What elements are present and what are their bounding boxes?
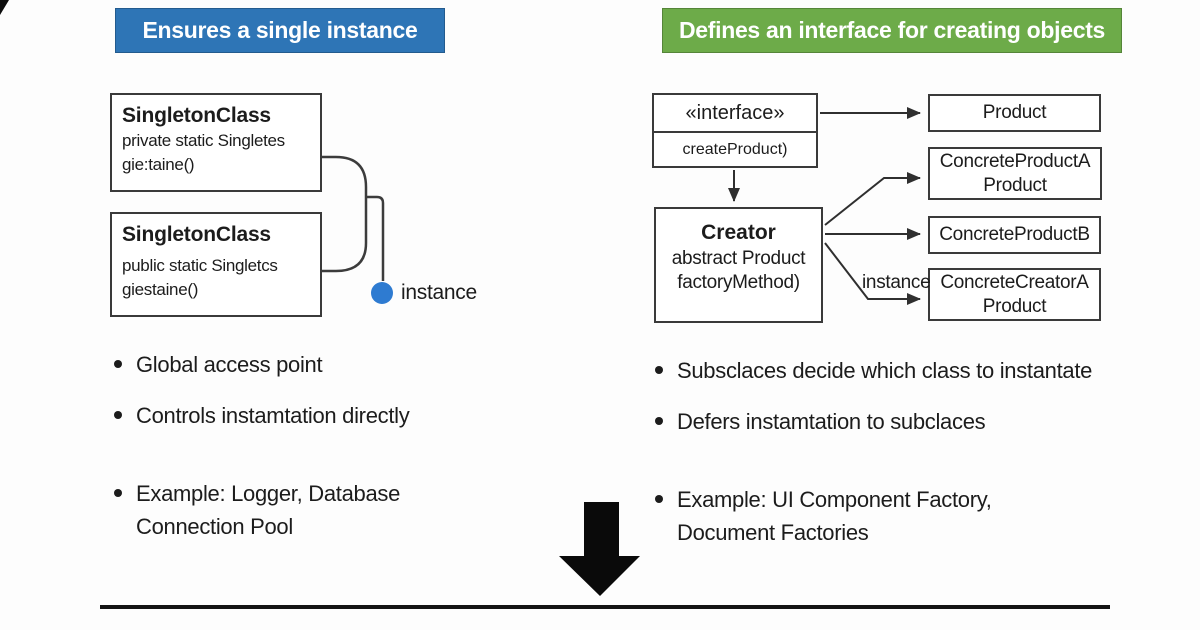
list-item: Subsclaces decide which class to instant… — [655, 354, 1175, 387]
bullet-text: Defers instamtation to subclaces — [677, 409, 986, 434]
class-title: SingletonClass — [122, 223, 271, 246]
concrete-creator-a-line1: ConcreteCreatorA — [940, 271, 1089, 293]
list-item: Example: Logger, Database Connection Poo… — [114, 477, 446, 543]
arrow-creator-to-concrete-product-a — [824, 172, 921, 226]
class-method: giestaine() — [122, 280, 199, 299]
right-header-label: Defines an interface for creating object… — [678, 17, 1106, 43]
interface-box: «interface» createProduct) — [652, 93, 818, 168]
product-label: Product — [982, 102, 1047, 123]
corner-artifact — [0, 0, 9, 15]
bullet-text: Subsclaces decide which class to instant… — [677, 358, 1093, 383]
concrete-creator-a-box: ConcreteCreatorA Product — [928, 268, 1101, 321]
class-member: private static Singletes — [122, 131, 285, 150]
list-item: Controls instamtation directly — [114, 399, 634, 432]
creator-line1: abstract Product — [671, 248, 806, 269]
list-item: Example: UI Component Factory, Document … — [655, 483, 1067, 549]
creator-box: Creator abstract Product factoryMethod) — [654, 207, 823, 323]
instance-connector — [366, 195, 385, 281]
bullet-text: Example: Logger, Database Connection Poo… — [136, 481, 401, 539]
class-method: gie:taine() — [122, 155, 195, 174]
bullet-dot — [114, 360, 122, 368]
bullet-dot — [114, 411, 122, 419]
left-header-label: Ensures a single instance — [142, 17, 418, 43]
bullet-dot — [114, 489, 122, 497]
interface-method: createProduct) — [682, 140, 788, 158]
product-box: Product — [928, 94, 1101, 132]
concrete-product-a-line1: ConcreteProductA — [939, 150, 1091, 172]
bullet-text: Global access point — [136, 352, 323, 377]
instance-edge-label: instance — [862, 272, 931, 293]
big-down-arrow — [559, 502, 640, 596]
bullet-text: Controls instamtation directly — [136, 403, 410, 428]
interface-method-compartment: createProduct) — [654, 133, 816, 166]
list-item: Global access point — [114, 348, 634, 381]
singleton-class-box-top: SingletonClass private static Singletes … — [110, 93, 322, 192]
singleton-class-box-bottom: SingletonClass public static Singletcs g… — [110, 212, 322, 317]
class-member: public static Singletcs — [122, 256, 278, 275]
bullet-text: Example: UI Component Factory, Document … — [677, 487, 992, 545]
interface-stereotype-compartment: «interface» — [654, 95, 816, 133]
left-header: Ensures a single instance — [115, 8, 445, 53]
right-header: Defines an interface for creating object… — [662, 8, 1122, 53]
creator-title: Creator — [701, 221, 776, 244]
instance-dot — [371, 282, 393, 304]
concrete-product-a-box: ConcreteProductA Product — [928, 147, 1102, 200]
instance-label-left: instance — [401, 281, 477, 304]
bullet-dot — [655, 366, 663, 374]
concrete-creator-a-line2: Product — [982, 295, 1047, 317]
creator-line2: factoryMethod) — [677, 272, 800, 293]
concrete-product-a-line2: Product — [983, 174, 1047, 196]
list-item: Defers instamtation to subclaces — [655, 405, 1175, 438]
interface-stereotype: «interface» — [685, 101, 785, 124]
singleton-bracket-connector — [322, 155, 368, 273]
concrete-product-b-box: ConcreteProductB — [928, 216, 1101, 254]
bullet-dot — [655, 495, 663, 503]
bullet-dot — [655, 417, 663, 425]
concrete-product-b-label: ConcreteProductB — [939, 224, 1090, 245]
class-title: SingletonClass — [122, 104, 271, 127]
